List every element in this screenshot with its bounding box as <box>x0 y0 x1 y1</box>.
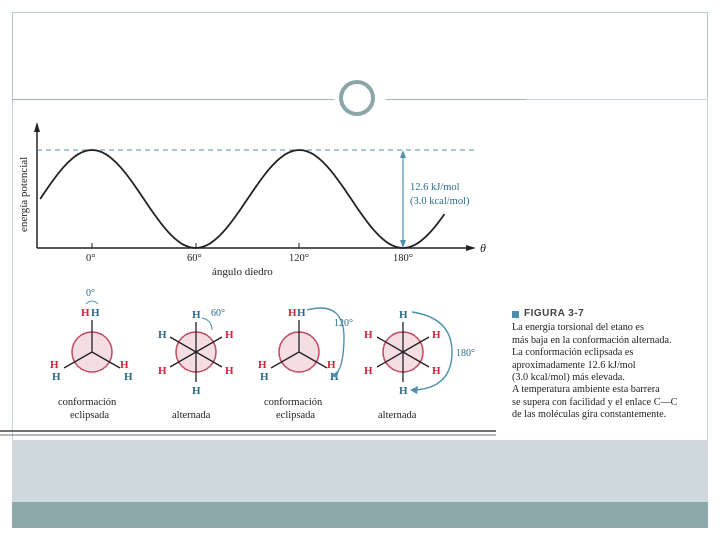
caption-line: más baja en la conformación alternada. <box>512 334 672 346</box>
figure-caption: FIGURA 3-7 La energía torsional del etan… <box>512 308 712 422</box>
angle-bracket-0 <box>85 300 99 305</box>
tick-label-120: 120° <box>289 253 309 264</box>
h-atom: H <box>364 365 373 377</box>
h-atom: H <box>327 359 336 371</box>
h-atom: H <box>81 307 90 319</box>
angle-arc-60 <box>201 317 213 331</box>
angle-label-180: 180° <box>456 348 475 359</box>
caption-title-text: FIGURA 3-7 <box>524 308 585 319</box>
h-atom: H <box>52 371 61 383</box>
x-axis-arrow-icon <box>466 245 476 251</box>
barrier-arrow-down-icon <box>400 240 406 248</box>
conformation-label-line1: alternada <box>172 410 211 421</box>
h-atom: H <box>432 329 441 341</box>
h-atom: H <box>297 307 306 319</box>
h-atom: H <box>225 365 234 377</box>
h-atom: H <box>364 329 373 341</box>
h-atom: H <box>158 329 167 341</box>
h-atom: H <box>50 359 59 371</box>
energy-figure: energía potencial θ 0° 60° 120° 180° áng… <box>0 122 496 436</box>
angle-label-60: 60° <box>211 308 225 319</box>
caption-title: FIGURA 3-7 <box>512 308 712 320</box>
h-atom: H <box>91 307 100 319</box>
energy-graph: energía potencial θ 0° 60° 120° 180° áng… <box>18 122 486 278</box>
h-atom: H <box>192 309 201 321</box>
title-rule-tail <box>526 99 708 100</box>
rotation-arrow-head-icon <box>331 370 339 378</box>
x-axis-label: ángulo diedro <box>212 266 273 278</box>
rotation-arrow-head-icon <box>410 386 418 394</box>
slide-left-edge <box>12 102 13 442</box>
barrier-kj: 12.6 kJ/mol <box>410 182 460 193</box>
theta-label: θ <box>480 241 486 255</box>
h-atom: H <box>258 359 267 371</box>
rotation-arrow-180 <box>411 311 453 391</box>
h-atom: H <box>158 365 167 377</box>
h-atom: H <box>192 385 201 397</box>
title-rule-left <box>12 99 334 100</box>
energy-curve <box>39 149 446 249</box>
tick-label-60: 60° <box>187 253 202 264</box>
h-atom: H <box>288 307 297 319</box>
angle-label-120: 120° <box>334 318 353 329</box>
angle-label-0: 0° <box>86 288 95 299</box>
tick-label-0: 0° <box>86 253 95 264</box>
h-atom: H <box>432 365 441 377</box>
barrier-arrow-up-icon <box>400 150 406 158</box>
newman-staggered-60: 60° H H H H H H alternada <box>158 308 234 421</box>
barrier-kcal: (3.0 kcal/mol) <box>410 196 470 207</box>
caption-line: aproximadamente 12.6 kJ/mol <box>512 359 636 371</box>
caption-line: A temperatura ambiente esta barrera <box>512 384 660 396</box>
h-atom: H <box>124 371 133 383</box>
caption-line: La conformación eclipsada es <box>512 347 634 359</box>
newman-eclipsed-120: H H H H H H 120° conformación eclipsada <box>258 307 353 421</box>
conformation-label-line1: conformación <box>58 397 117 408</box>
h-atom: H <box>399 385 408 397</box>
rotation-arrow-120 <box>306 307 345 375</box>
h-atom: H <box>225 329 234 341</box>
conformation-label-line1: alternada <box>378 410 417 421</box>
circle-ornament-icon <box>339 80 375 116</box>
caption-square-icon <box>512 310 519 318</box>
conformation-label-line2: eclipsada <box>276 410 315 421</box>
slide-title-frame <box>12 12 708 102</box>
caption-line: La energía torsional del etano es <box>512 322 644 334</box>
h-atom: H <box>399 309 408 321</box>
caption-line: se supera con facilidad y el enlace C—C <box>512 396 678 408</box>
y-axis-arrow-icon <box>34 122 40 132</box>
h-atom: H <box>260 371 269 383</box>
slide-right-edge <box>707 102 708 442</box>
conformation-label-line2: eclipsada <box>70 410 109 421</box>
conformation-label-line1: conformación <box>264 397 323 408</box>
caption-line: (3.0 kcal/mol) más elevada. <box>512 372 625 384</box>
footer-band <box>12 440 708 502</box>
footer-accent-bar <box>12 502 708 528</box>
title-rule-right <box>386 99 526 100</box>
tick-label-180: 180° <box>393 253 413 264</box>
y-axis-label: energía potencial <box>18 157 30 232</box>
caption-line: de las moléculas gira constantemente. <box>512 409 667 421</box>
newman-staggered-180: H H H H H H 180° alternada <box>364 309 475 421</box>
h-atom: H <box>120 359 129 371</box>
newman-eclipsed-0: 0° H H H H H H conformación eclipsada <box>50 288 133 421</box>
